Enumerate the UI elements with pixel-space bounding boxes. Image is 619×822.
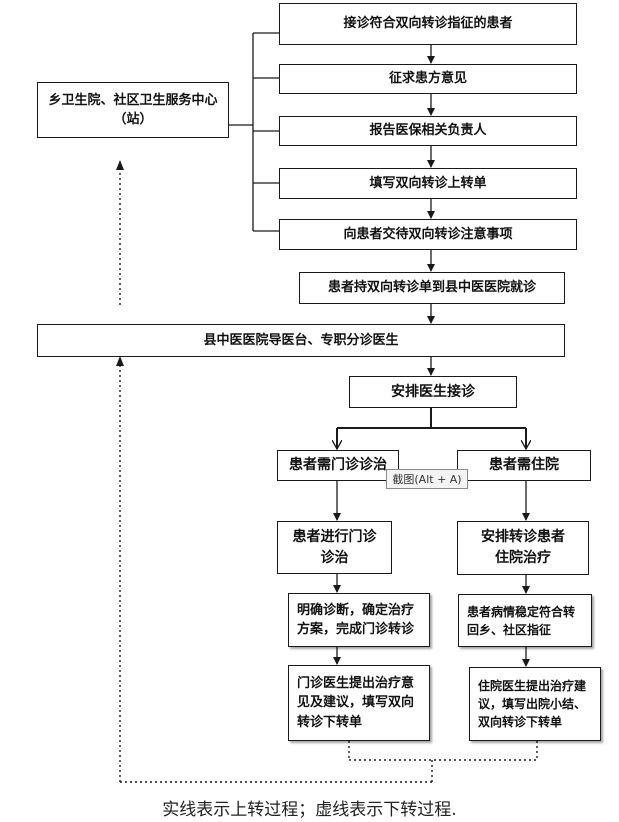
legend-caption: 实线表示上转过程；虚线表示下转过程. (162, 800, 457, 820)
county-hospital-desk-box: 县中医医院导医台、专职分诊医生 (37, 324, 565, 357)
step-seek-consent-label: 征求患方意见 (388, 71, 467, 87)
step-fill-referral-up-label: 填写双向转诊上转单 (369, 175, 487, 191)
inpatient-doctor-advice-box: 住院医生提出治疗建议，填写出院小结、双向转诊下转单 (469, 667, 601, 741)
arrange-doctor-box: 安排医生接诊 (349, 376, 517, 408)
inpatient-need-label: 患者需住院 (489, 457, 559, 473)
step-explain-notes-box: 向患者交待双向转诊注意事项 (279, 219, 577, 250)
county-hospital-desk-label: 县中医医院导医台、专职分诊医生 (203, 332, 399, 348)
screenshot-tooltip: 截图(Alt + A) (386, 469, 468, 489)
step-go-to-county-hospital-label: 患者持双向转诊单到县中医医院就诊 (327, 280, 536, 296)
step-fill-referral-up-box: 填写双向转诊上转单 (279, 168, 577, 199)
outpatient-diagnose-label: 明确诊断，确定治疗方案，完成门诊转诊 (297, 602, 415, 638)
outpatient-doctor-advice-label: 门诊医生提出治疗意见及建议，填写双向转诊下转单 (297, 675, 415, 730)
step-explain-notes-label: 向患者交待双向转诊注意事项 (343, 226, 513, 242)
outpatient-need-box: 患者需门诊诊治 (277, 450, 399, 481)
inpatient-stable-label: 患者病情稳定符合转回乡、社区指征 (467, 604, 576, 637)
outpatient-treatment-label: 患者进行门诊诊治 (292, 528, 377, 566)
step-seek-consent-box: 征求患方意见 (279, 64, 577, 94)
inpatient-need-box: 患者需住院 (457, 450, 591, 481)
step-go-to-county-hospital-box: 患者持双向转诊单到县中医医院就诊 (299, 272, 565, 304)
inpatient-arrange-box: 安排转诊患者住院治疗 (457, 521, 589, 575)
outpatient-treatment-box: 患者进行门诊诊治 (277, 521, 392, 574)
outpatient-diagnose-box: 明确诊断，确定治疗方案，完成门诊转诊 (288, 593, 430, 647)
screenshot-tooltip-label: 截图(Alt + A) (392, 473, 462, 486)
township-health-center-box: 乡卫生院、社区卫生服务中心（站） (37, 82, 229, 138)
outpatient-need-label: 患者需门诊诊治 (289, 457, 387, 473)
step-receive-patient-box: 接诊符合双向转诊指征的患者 (279, 3, 577, 45)
inpatient-arrange-label: 安排转诊患者住院治疗 (481, 529, 565, 566)
step-receive-patient-label: 接诊符合双向转诊指征的患者 (343, 16, 513, 32)
township-health-center-label: 乡卫生院、社区卫生服务中心（站） (48, 92, 218, 128)
arrange-doctor-label: 安排医生接诊 (391, 383, 475, 400)
step-report-insurance-label: 报告医保相关负责人 (369, 123, 487, 139)
inpatient-stable-box: 患者病情稳定符合转回乡、社区指征 (458, 594, 592, 647)
step-report-insurance-box: 报告医保相关负责人 (279, 116, 577, 146)
inpatient-doctor-advice-label: 住院医生提出治疗建议，填写出院小结、双向转诊下转单 (478, 679, 587, 729)
outpatient-doctor-advice-box: 门诊医生提出治疗意见及建议，填写双向转诊下转单 (288, 665, 430, 741)
